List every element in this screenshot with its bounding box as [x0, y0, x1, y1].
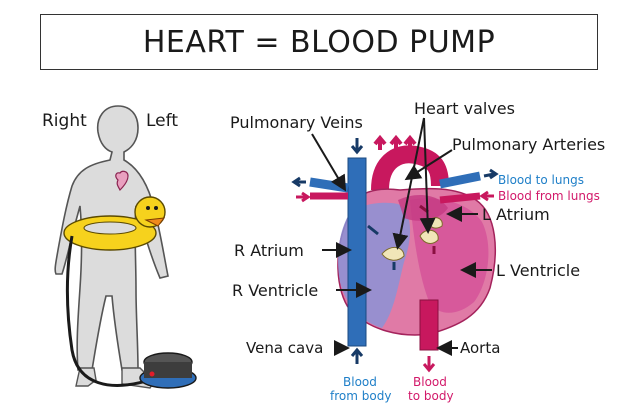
heart-valves-label: Heart valves	[414, 99, 515, 118]
float-ring-hole	[83, 221, 137, 235]
flow-arrow-right-out	[483, 168, 499, 180]
leader-lines	[311, 117, 492, 356]
l-atrium-label: L Atrium	[482, 205, 550, 224]
pulmonary-veins-label: Pulmonary Veins	[230, 113, 363, 132]
inner-arrow-1	[367, 224, 379, 236]
pulmonary-artery-right	[439, 171, 481, 189]
arch-arrow-1	[373, 134, 387, 150]
vena-cava-bottom-arrow	[350, 347, 364, 364]
human-figure	[54, 105, 197, 389]
valve-1	[381, 247, 405, 261]
right-side-label: Right	[42, 111, 87, 131]
duck-eye-2	[154, 206, 158, 210]
vena-cava-vessel	[347, 157, 367, 347]
duck-eye	[146, 206, 150, 210]
arch-arrow-3	[403, 134, 417, 150]
pump-light	[149, 371, 155, 377]
flow-arrow-left-in	[296, 191, 311, 203]
pulmonary-arteries-label: Pulmonary Arteries	[452, 135, 605, 154]
left-side-label: Left	[146, 111, 178, 131]
page-title: HEART = BLOOD PUMP	[142, 24, 496, 60]
chest-heart-icon	[115, 170, 129, 192]
vena-cava-label: Vena cava	[246, 339, 323, 357]
blood-from-body-label-2: from body	[330, 389, 391, 403]
l-ventricle-label: L Ventricle	[496, 261, 580, 280]
blood-to-body-label-1: Blood	[413, 375, 447, 389]
blood-to-body-label-2: to body	[408, 389, 454, 403]
foot-pump-body	[144, 362, 192, 378]
arch-arrow-2	[389, 134, 403, 150]
r-atrium-label: R Atrium	[234, 241, 304, 260]
heart-diagram	[291, 134, 499, 373]
flow-arrow-right-in	[479, 190, 494, 202]
title-box: HEART = BLOOD PUMP	[40, 14, 598, 70]
air-hose	[66, 235, 151, 387]
blood-from-body-label-1: Blood	[343, 375, 377, 389]
r-ventricle-label: R Ventricle	[232, 281, 318, 300]
blood-to-lungs-label: Blood to lungs	[498, 173, 584, 187]
aorta-vessel	[419, 299, 439, 351]
aorta-bottom-arrow	[422, 356, 436, 373]
pulmonary-artery-arch	[371, 145, 449, 191]
aorta-label: Aorta	[460, 339, 500, 357]
blood-from-lungs-label: Blood from lungs	[498, 189, 600, 203]
duck-beak	[144, 217, 166, 227]
vena-cava-top-arrow	[350, 138, 364, 155]
pulmonary-vein-right	[439, 192, 481, 204]
flow-arrow-left-out	[291, 176, 306, 188]
